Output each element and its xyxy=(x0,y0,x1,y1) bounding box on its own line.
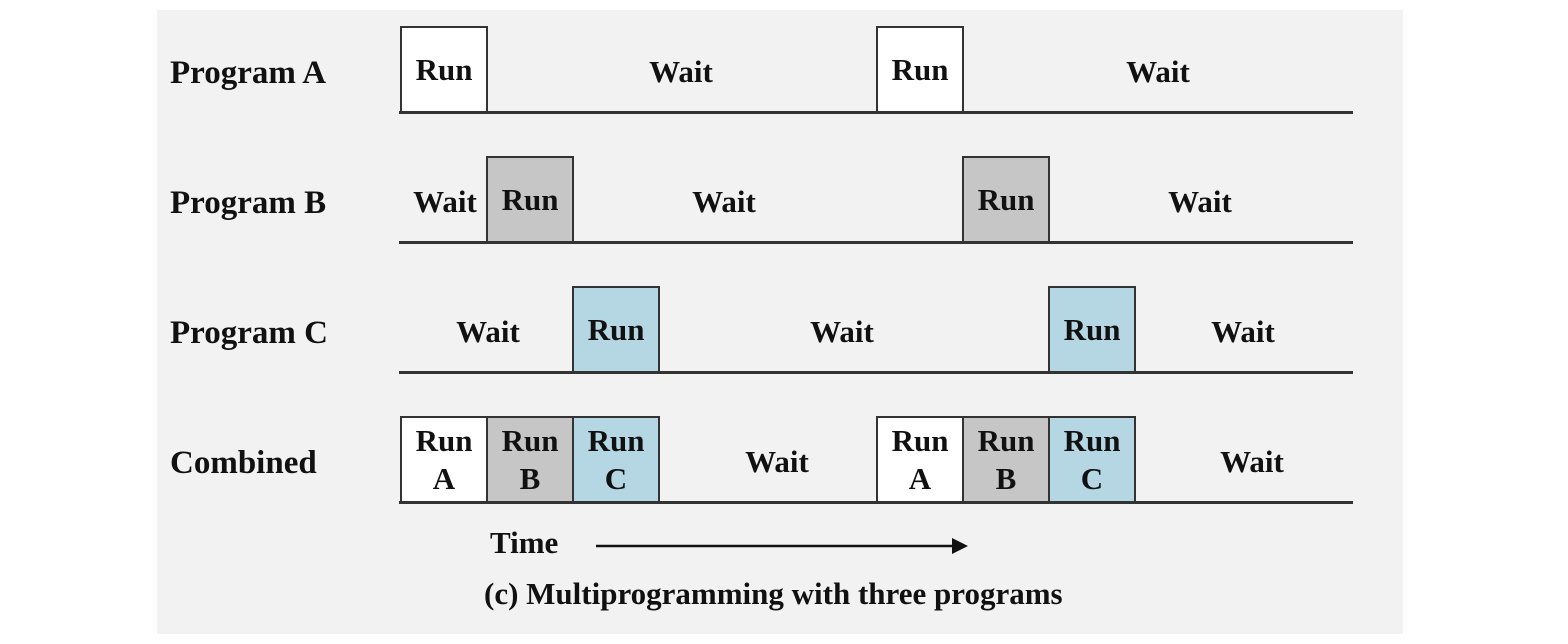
combined-run-c-2-line1: Run xyxy=(1063,423,1121,459)
run-block-c-1: Run xyxy=(572,286,660,373)
combined-run-b-1: Run B xyxy=(486,416,574,503)
combined-run-b-2-line1: Run xyxy=(977,423,1035,459)
combined-run-a-1-line2: A xyxy=(432,460,456,496)
combined-wait-label-2: Wait xyxy=(1220,444,1284,479)
time-arrow-icon xyxy=(596,538,968,554)
combined-run-c-1: Run C xyxy=(572,416,660,503)
run-block-a-2: Run xyxy=(876,26,964,113)
wait-label-b-1: Wait xyxy=(413,184,477,219)
run-block-c-2: Run xyxy=(1048,286,1136,373)
wait-label-a-1: Wait xyxy=(649,54,713,89)
wait-label-c-1: Wait xyxy=(456,314,520,349)
combined-run-c-2: Run C xyxy=(1048,416,1136,503)
combined-run-b-1-line1: Run xyxy=(501,423,559,459)
combined-run-c-2-line2: C xyxy=(1080,460,1104,496)
row-label-combined: Combined xyxy=(170,445,317,481)
combined-run-b-2-line2: B xyxy=(995,460,1017,496)
row-label-program-b: Program B xyxy=(170,185,327,221)
wait-label-c-3: Wait xyxy=(1211,314,1275,349)
run-block-b-2: Run xyxy=(962,156,1050,243)
time-label: Time xyxy=(490,525,559,560)
combined-run-a-2-line2: A xyxy=(908,460,932,496)
wait-label-b-3: Wait xyxy=(1168,184,1232,219)
timeline-program-b xyxy=(399,241,1353,244)
combined-run-a-1: Run A xyxy=(400,416,488,503)
combined-run-c-1-line2: C xyxy=(604,460,628,496)
wait-label-c-2: Wait xyxy=(810,314,874,349)
row-label-program-a: Program A xyxy=(170,55,327,91)
wait-label-b-2: Wait xyxy=(692,184,756,219)
wait-label-a-2: Wait xyxy=(1126,54,1190,89)
combined-run-a-1-line1: Run xyxy=(415,423,473,459)
combined-run-a-2: Run A xyxy=(876,416,964,503)
timeline-program-c xyxy=(399,371,1353,374)
combined-run-b-1-line2: B xyxy=(519,460,541,496)
combined-run-b-2: Run B xyxy=(962,416,1050,503)
row-label-program-c: Program C xyxy=(170,315,328,351)
combined-run-c-1-line1: Run xyxy=(587,423,645,459)
combined-wait-label-1: Wait xyxy=(745,444,809,479)
run-block-a-1: Run xyxy=(400,26,488,113)
figure-caption: (c) Multiprogramming with three programs xyxy=(484,576,1063,611)
diagram-canvas xyxy=(157,10,1403,634)
run-block-b-1: Run xyxy=(486,156,574,243)
combined-run-a-2-line1: Run xyxy=(891,423,949,459)
